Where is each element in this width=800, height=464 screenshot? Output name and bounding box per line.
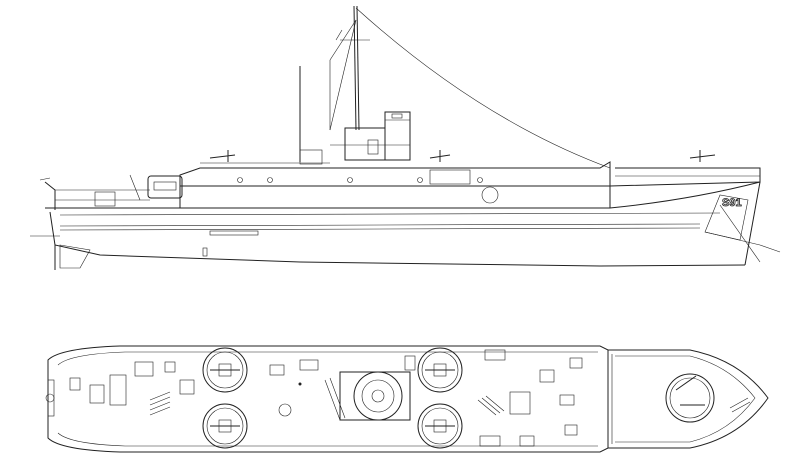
ladders bbox=[149, 391, 751, 416]
bow: S91 bbox=[609, 167, 781, 266]
hull-number: S91 bbox=[722, 197, 742, 209]
stern-rails bbox=[39, 174, 150, 210]
superstructure bbox=[147, 149, 716, 208]
deck-plan bbox=[45, 345, 769, 453]
bridge-plan bbox=[324, 371, 411, 421]
bridge bbox=[330, 111, 411, 161]
side-elevation: S91 bbox=[30, 5, 781, 270]
plan-hull-outline bbox=[47, 345, 769, 453]
gun-tubs bbox=[202, 347, 715, 449]
deck-fittings bbox=[45, 349, 583, 447]
hull bbox=[30, 181, 761, 270]
mast bbox=[329, 5, 611, 169]
